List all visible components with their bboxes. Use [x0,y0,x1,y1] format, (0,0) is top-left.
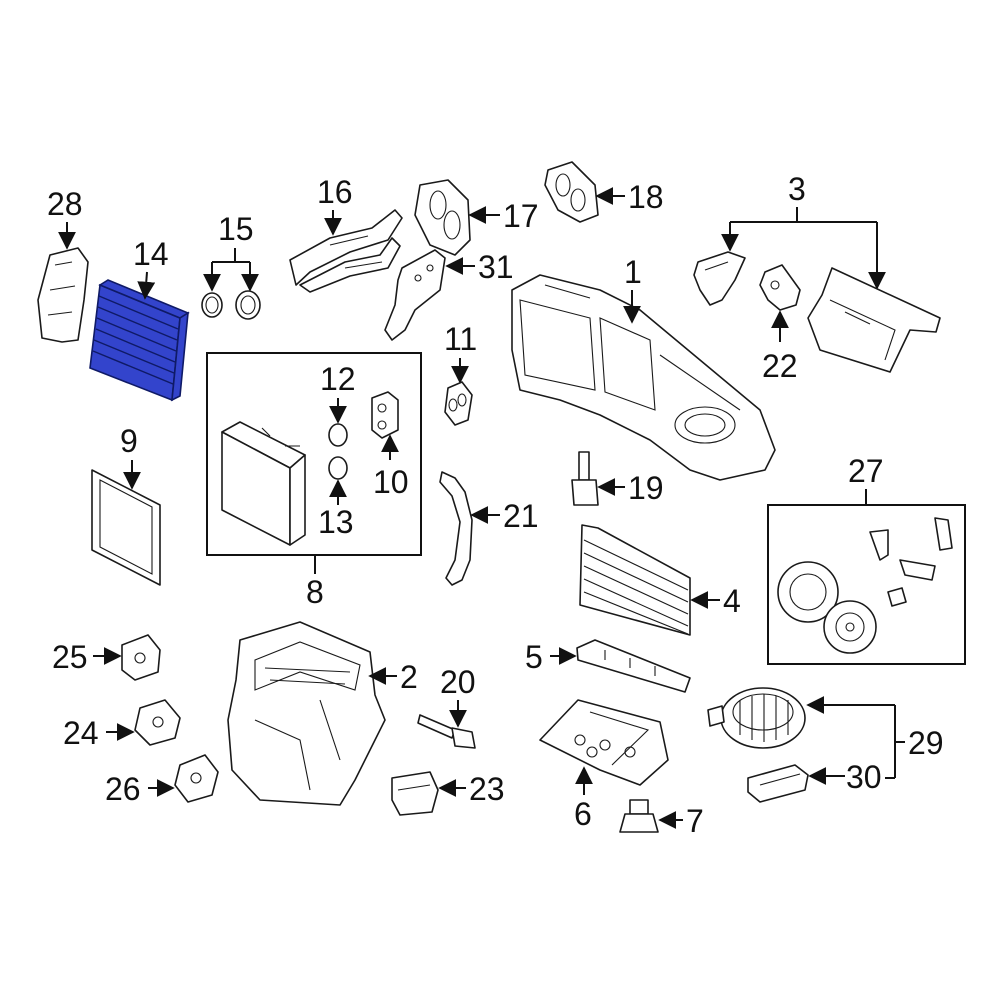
callout-7: 7 [686,803,704,839]
part-31-bracket[interactable] [384,249,446,341]
callout-21: 21 [503,498,539,534]
part-14-heater-core[interactable] [89,279,190,402]
callout-28: 28 [47,186,83,222]
callout-29: 29 [908,725,944,761]
part-4-cabin-filter[interactable] [579,524,691,636]
part-28-bracket[interactable] [37,247,89,343]
callout-22: 22 [762,348,798,384]
callout-26: 26 [105,771,141,807]
part-13-o-ring[interactable] [328,456,348,480]
part-15-o-rings[interactable] [201,290,261,320]
callout-17: 17 [503,198,539,234]
part-3-duct-b[interactable] [807,267,941,373]
callout-8: 8 [306,574,324,610]
callout-1: 1 [624,254,642,290]
callout-5: 5 [525,639,543,675]
part-19-sensor[interactable] [571,451,599,506]
callout-13: 13 [318,504,354,540]
part-18-seal[interactable] [544,161,599,223]
part-9-filter-frame[interactable] [91,469,161,586]
callout-10: 10 [373,464,409,500]
part-30-resistor[interactable] [747,764,809,803]
leader-15-stem [212,248,250,263]
callout-24: 24 [63,715,99,751]
part-12-o-ring[interactable] [328,423,348,447]
part-6-cover-tray[interactable] [539,699,669,786]
part-7-knob[interactable] [619,799,659,833]
part-17-gasket[interactable] [414,179,471,256]
callout-18: 18 [628,179,664,215]
callout-2: 2 [400,659,418,695]
part-10-expansion-valve[interactable] [371,391,399,439]
part-27-small-parts[interactable] [869,517,953,607]
callout-25: 25 [52,639,88,675]
part-20-temp-sensor[interactable] [417,714,476,749]
part-2-lower-housing[interactable] [227,621,386,806]
part-26-actuator[interactable] [174,754,219,803]
callout-27: 27 [848,453,884,489]
leader-14 [137,271,156,300]
part-1-hvac-housing[interactable] [511,274,776,481]
part-29-blower-motor[interactable] [707,687,806,749]
part-22-actuator[interactable] [759,264,801,311]
callout-9: 9 [120,423,138,459]
part-21-drain-tube[interactable] [439,471,473,586]
part-3-duct-a[interactable] [693,251,746,306]
part-27-blower-wheel[interactable] [777,561,877,654]
callout-14: 14 [133,236,169,272]
callout-4: 4 [723,583,741,619]
part-16-heater-hoses[interactable] [289,209,403,293]
callout-20: 20 [440,664,476,700]
part-25-actuator[interactable] [121,634,161,681]
callout-6: 6 [574,796,592,832]
callout-11: 11 [444,321,477,357]
callout-16: 16 [317,174,353,210]
part-5-seal-strip[interactable] [576,639,691,693]
part-23-module[interactable] [391,771,439,816]
callout-12: 12 [320,361,356,397]
callout-31: 31 [478,249,514,285]
callout-30: 30 [846,759,882,795]
part-11-grommet[interactable] [444,381,473,426]
callout-23: 23 [469,771,505,807]
callout-15: 15 [218,211,254,247]
callout-19: 19 [628,470,664,506]
part-24-actuator[interactable] [134,699,181,746]
callout-3: 3 [788,171,806,207]
part-8-evaporator-core[interactable] [221,421,306,546]
